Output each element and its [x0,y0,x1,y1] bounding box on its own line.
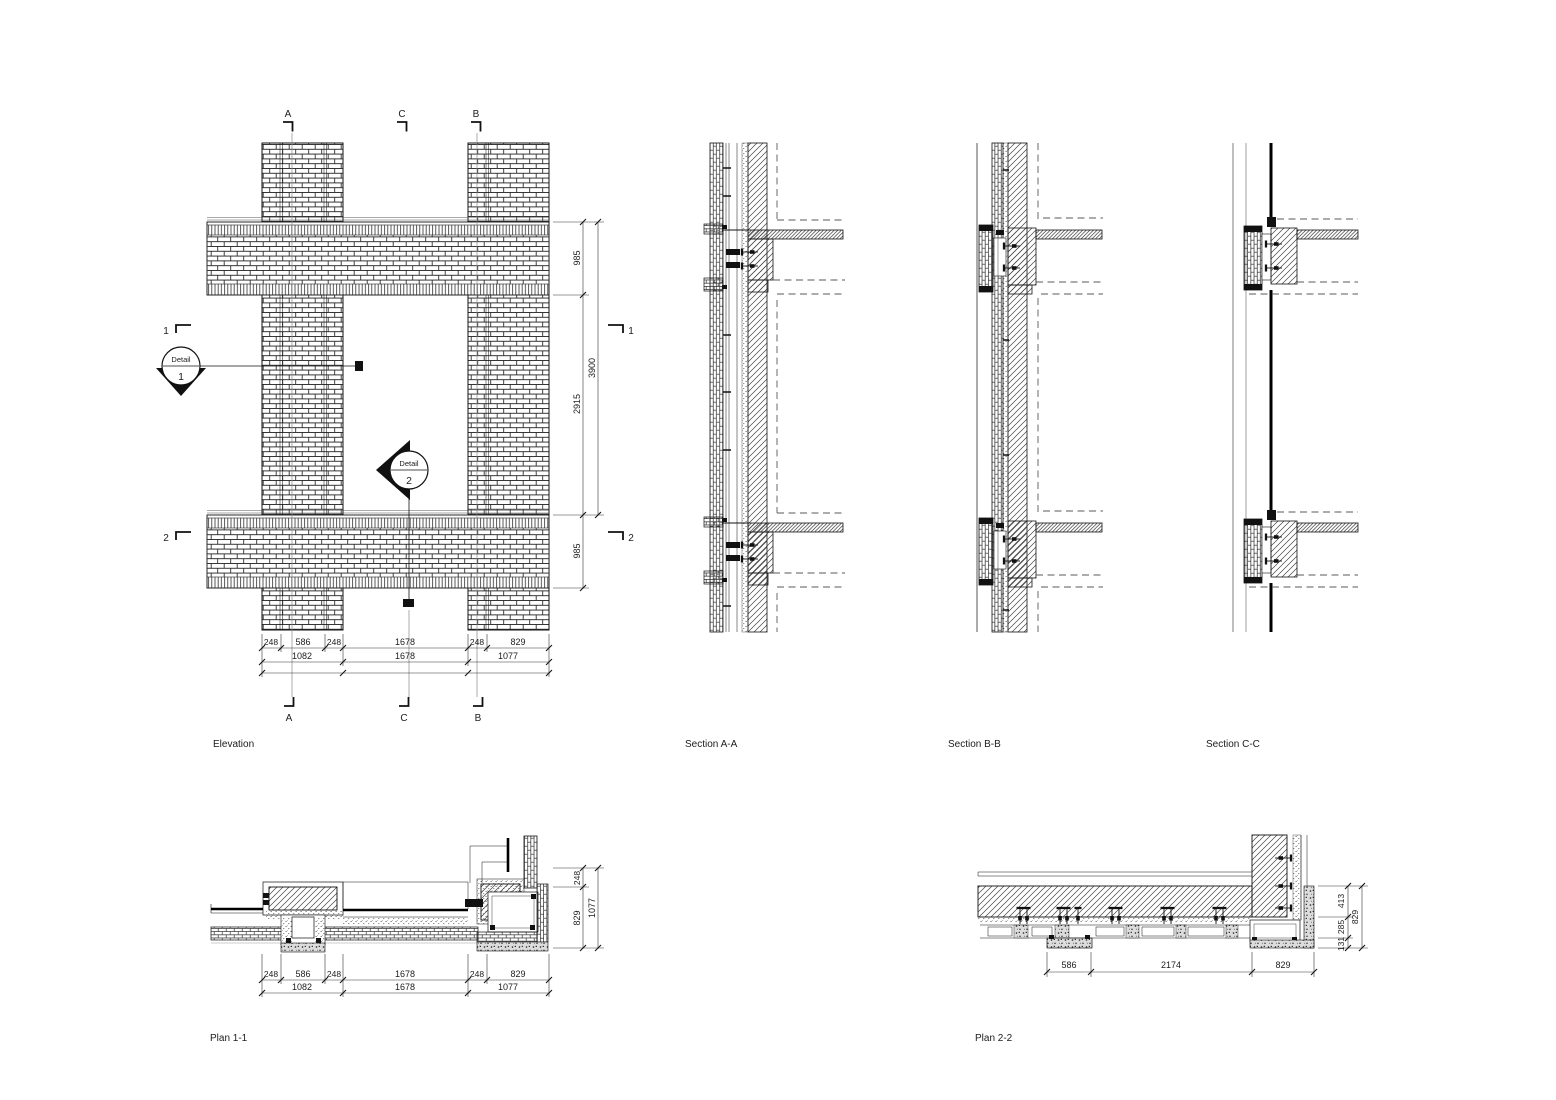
section-marker-b-top: B [471,109,482,132]
section-marker-label: A [285,109,292,120]
plan2-dims-bottom: 586 2174 829 [1043,952,1318,977]
slab-connection-bottom [704,513,845,587]
slab-connection-bottom [1244,510,1358,587]
section-bb-drawing: Section B-B [948,142,1103,750]
plan1-dims-right: 248 829 1077 [553,864,604,952]
section-marker-c-bottom: C [399,697,410,724]
slab-connection-top [704,220,845,294]
elevation-dims-right: 985 2915 985 3900 [553,218,604,592]
dim-label: 1678 [395,982,415,992]
dim-label: 248 [470,969,484,979]
dim-label: 985 [572,250,582,265]
pier-protrusion-plan [1046,937,1093,949]
dim-label: 248 [264,637,278,647]
level-marker-2-right: 2 [608,531,634,544]
section-marker-a-bottom: A [284,697,295,724]
dim-label: 1678 [395,969,415,979]
view-label-section-c: Section C-C [1206,739,1260,750]
detail-callout-number: 1 [178,371,184,383]
dim-label: 1678 [395,637,415,647]
dim-label: 248 [327,637,341,647]
view-label-elevation: Elevation [213,739,254,750]
plan1-dims-bottom: 248 586 248 1678 248 829 1082 1678 1077 [258,954,553,997]
plan-22-drawing: 586 2174 829 413 285 131 829 Plan 2-2 [975,834,1368,1044]
dim-label: 985 [572,543,582,558]
dim-label: 1082 [292,651,312,661]
dim-label: 2915 [572,394,582,414]
corner-assembly-plan [1249,885,1315,949]
dim-label: 586 [295,637,310,647]
view-label-plan1: Plan 1-1 [210,1033,248,1044]
detail-callout-title: Detail [171,355,191,364]
section-aa-drawing: Section A-A [685,142,845,750]
dim-label: 1077 [498,651,518,661]
level-marker-2-left: 2 [163,531,191,544]
dim-label: 248 [470,637,484,647]
dim-label: 1077 [498,982,518,992]
dim-label: 2174 [1161,960,1181,970]
dim-label: 248 [572,871,582,885]
dim-label: 829 [1275,960,1290,970]
brick-veneer-layer [709,142,724,633]
level-marker-label: 1 [163,326,169,337]
section-cc-drawing: Section C-C [1206,143,1358,750]
section-marker-label: B [475,713,482,724]
plan-11-drawing: 248 586 248 1678 248 829 1082 1678 1077 … [210,835,604,1044]
dim-label: 829 [510,969,525,979]
detail-callout-title: Detail [399,459,419,468]
elevation-dims-bottom: 248 586 248 1678 248 829 1082 1678 1077 [258,634,553,677]
dim-label: 829 [572,910,582,925]
section-marker-c-top: C [397,109,408,132]
dim-label: 285 [1336,920,1346,934]
dim-label: 1678 [395,651,415,661]
dim-label: 829 [1350,910,1360,924]
section-marker-label: C [400,713,407,724]
elevation-brick-band-top [206,217,550,296]
pier-left-plan [262,881,344,953]
section-marker-label: A [286,713,293,724]
dim-label: 248 [264,969,278,979]
dim-label: 3900 [587,358,597,378]
level-marker-1-right: 1 [608,324,634,337]
elevation-drawing: A C B A C B 1 1 2 2 Deta [156,109,634,750]
section-marker-label: B [473,109,480,120]
plan2-dims-right: 413 285 131 829 [1318,882,1368,952]
corner-wall-plan [1251,834,1288,918]
dim-label: 586 [1061,960,1076,970]
brick-row-plan [980,906,1250,939]
dim-label: 413 [1336,894,1346,908]
dim-label: 829 [510,637,525,647]
detail-callout-number: 2 [406,475,412,487]
level-marker-label: 2 [163,533,169,544]
dim-label: 586 [295,969,310,979]
dim-label: 248 [327,969,341,979]
brick-veneer-band [210,926,479,941]
dim-label: 131 [1336,937,1346,951]
concrete-band-plan [977,885,1253,918]
dim-label: 1077 [587,898,597,918]
level-marker-label: 2 [628,533,634,544]
view-label-plan2: Plan 2-2 [975,1033,1013,1044]
window-plan [342,881,469,925]
corner-plan [465,835,549,952]
detail-callout-2: Detail 2 [376,440,429,607]
slab-connection-top [1244,217,1358,294]
section-marker-b-bottom: B [473,697,484,724]
level-marker-1-left: 1 [163,324,191,337]
view-label-section-a: Section A-A [685,739,738,750]
dim-label: 1082 [292,982,312,992]
section-marker-label: C [398,109,405,120]
section-marker-a-top: A [283,109,294,132]
elevation-brick-band-bottom [206,510,550,589]
view-label-section-b: Section B-B [948,739,1001,750]
detail-callout-1: Detail 1 [156,346,363,396]
level-marker-label: 1 [628,326,634,337]
